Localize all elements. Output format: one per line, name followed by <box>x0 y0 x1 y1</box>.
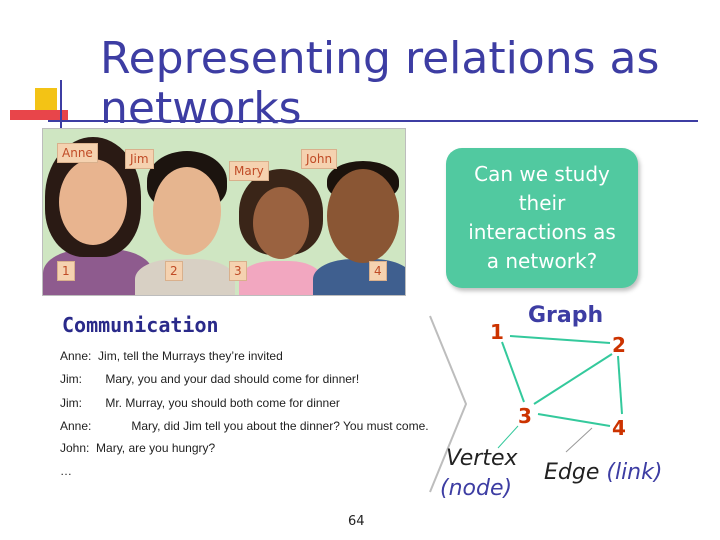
graph-edge-3-4 <box>537 413 611 427</box>
jim-face <box>153 167 221 255</box>
graph-edge-1-2 <box>509 335 611 344</box>
utterance: Mary, are you hungry? <box>96 441 216 455</box>
anne-face <box>59 159 127 245</box>
conversation-line-5: John: Mary, are you hungry? <box>60 441 215 455</box>
photo-label-jim: Jim <box>125 149 154 169</box>
family-photo: Anne Jim Mary John 1 2 3 4 <box>42 128 406 296</box>
graph-node-2: 2 <box>612 333 626 357</box>
speaker: Jim: <box>60 396 82 410</box>
speaker: Anne: <box>60 349 92 363</box>
edge-paren: (link) <box>606 460 663 485</box>
photo-number-3: 3 <box>229 261 247 281</box>
callout-line4: a network? <box>486 249 598 273</box>
vertex-node-term: (node) <box>440 476 512 501</box>
graph-node-3: 3 <box>518 404 532 428</box>
edge-word: Edge <box>544 460 600 485</box>
utterance: Jim, tell the Murrays they’re invited <box>98 349 283 363</box>
graph-edge-2-3 <box>533 353 613 405</box>
conversation-line-1: Anne: Jim, tell the Murrays they’re invi… <box>60 349 283 363</box>
graph-node-1: 1 <box>490 320 504 344</box>
graph-edge-2-4 <box>617 355 623 415</box>
speaker: Jim: <box>60 372 82 386</box>
john-shoulders <box>313 259 405 295</box>
conversation-line-2: Jim: Mary, you and your dad should come … <box>60 372 359 386</box>
page-number: 64 <box>348 514 365 529</box>
photo-label-mary: Mary <box>229 161 269 181</box>
vertex-pointer-line <box>497 425 519 449</box>
decorative-red-bar <box>10 110 68 120</box>
utterance: Mr. Murray, you should both come for din… <box>105 396 340 410</box>
photo-number-2: 2 <box>165 261 183 281</box>
slide-title-line1: Representing relations as <box>100 33 660 84</box>
decorative-horizontal-line <box>48 120 698 122</box>
john-face <box>327 169 399 263</box>
callout-box: Can we study their interactions as a net… <box>446 148 638 288</box>
conversation-line-3: Jim: Mr. Murray, you should both come fo… <box>60 396 340 410</box>
speaker: John: <box>60 441 90 455</box>
photo-number-4: 4 <box>369 261 387 281</box>
graph-label: Graph <box>528 303 604 328</box>
callout-line3: interactions as <box>468 220 616 244</box>
jim-shoulders <box>135 259 235 295</box>
conversation-ellipsis: … <box>60 464 72 478</box>
speaker: Anne: <box>60 419 92 433</box>
mary-face <box>253 187 309 259</box>
slide-title: Representing relations as networks <box>100 34 660 134</box>
utterance: Mary, you and your dad should come for d… <box>105 372 360 386</box>
photo-label-john: John <box>301 149 338 169</box>
slide-title-line2: networks <box>100 83 302 134</box>
edge-term: Edge (link) <box>544 460 662 485</box>
mary-shoulders <box>239 261 323 295</box>
edge-pointer-line <box>565 427 593 453</box>
decorative-vertical-line <box>60 80 62 135</box>
graph-edge-1-3 <box>501 341 525 403</box>
vertex-paren: (node) <box>440 476 513 501</box>
callout-line2: their <box>518 191 566 215</box>
photo-number-1: 1 <box>57 261 75 281</box>
conversation-line-4: Anne: Mary, did Jim tell you about the d… <box>60 419 429 433</box>
callout-line1: Can we study <box>474 162 610 186</box>
photo-label-anne: Anne <box>57 143 98 163</box>
communication-heading: Communication <box>62 313 219 337</box>
utterance: Mary, did Jim tell you about the dinner?… <box>131 419 429 433</box>
vertex-word: Vertex <box>446 446 518 471</box>
vertex-term: Vertex <box>446 446 518 471</box>
graph-node-4: 4 <box>612 416 626 440</box>
